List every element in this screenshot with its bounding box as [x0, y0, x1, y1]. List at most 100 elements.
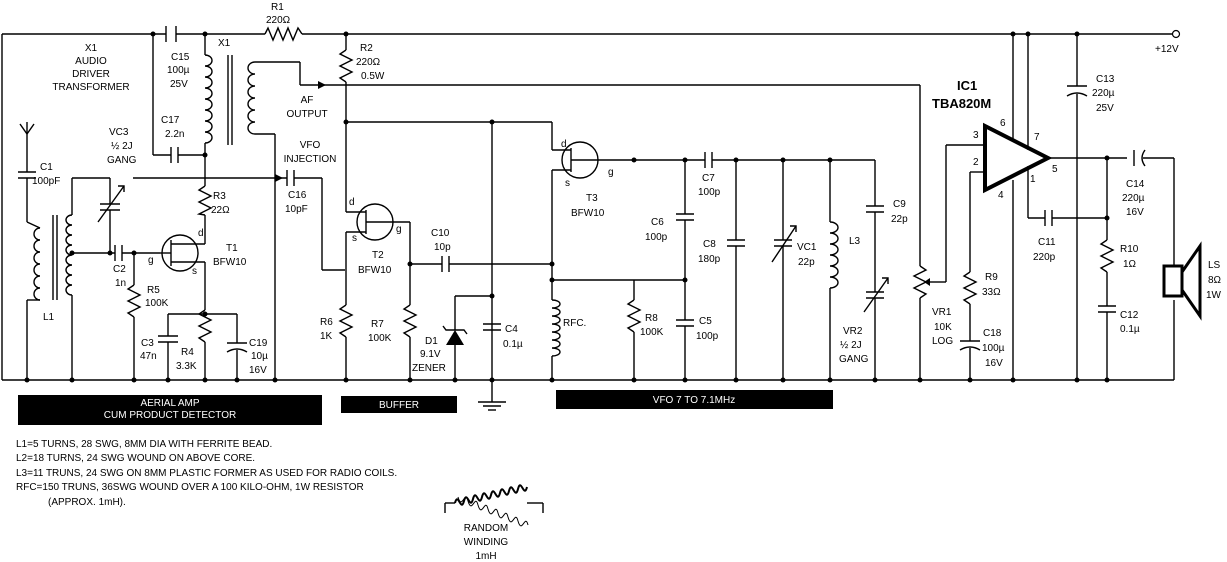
c6-capacitor	[676, 160, 694, 320]
c18-value: 100µ	[982, 343, 1005, 354]
c13-label: C13	[1096, 74, 1115, 85]
t3-pin-s: s	[565, 178, 570, 189]
r7-resistor	[402, 304, 418, 380]
x1-block-label-2: AUDIO	[75, 56, 107, 67]
c12-label: C12	[1120, 310, 1139, 321]
ground-symbol	[478, 380, 506, 411]
c7-value: 100p	[698, 187, 721, 198]
c8-label: C8	[703, 239, 716, 250]
c4-capacitor	[483, 323, 501, 331]
c17-value: 2.2n	[165, 129, 184, 140]
c2-capacitor	[114, 245, 160, 261]
ic1-pin-1: 1	[1030, 174, 1036, 185]
ic1-pin-4: 4	[998, 190, 1004, 201]
ic1-pin-2: 2	[973, 157, 979, 168]
r2-value: 220Ω	[356, 57, 381, 68]
c13-capacitor	[1066, 34, 1088, 380]
c10-value: 10p	[434, 242, 451, 253]
t2-pin-s: s	[352, 233, 357, 244]
r2-resistor	[338, 34, 354, 200]
x1-block-label-3: DRIVER	[72, 69, 110, 80]
r7-value: 100K	[368, 333, 392, 344]
r5-value: 100K	[145, 298, 169, 309]
c17-label: C17	[161, 115, 180, 126]
ic1-amplifier	[969, 34, 1127, 380]
c3-capacitor	[158, 313, 205, 380]
c19-voltage: 16V	[249, 365, 267, 376]
t2-label: T2	[372, 250, 384, 261]
c19-capacitor	[205, 313, 248, 380]
c8-capacitor	[727, 160, 745, 380]
vr2-variable-capacitor	[863, 277, 889, 380]
vr1-taper: LOG	[932, 336, 953, 347]
ls-label: LS	[1208, 260, 1221, 271]
c2-label: C2	[113, 264, 126, 275]
c9-capacitor	[866, 160, 884, 292]
c4-label: C4	[505, 324, 518, 335]
vc1-value: 22p	[798, 257, 815, 268]
antenna-icon	[19, 122, 35, 152]
vfo-block-bar	[556, 390, 833, 409]
c18-label: C18	[983, 328, 1002, 339]
c11-label: C11	[1038, 237, 1056, 248]
ground-rail	[2, 300, 1175, 381]
c13-voltage: 25V	[1096, 103, 1114, 114]
t3-pin-d: d	[561, 139, 567, 150]
x1-label: X1	[218, 38, 231, 49]
r10-label: R10	[1120, 244, 1139, 255]
r9-value: 33Ω	[982, 287, 1001, 298]
ls-value: 8Ω	[1208, 275, 1222, 286]
component-labels: +12V X1 AUDIO DRIVER TRANSFORMER X1 AF O…	[32, 2, 1222, 562]
c11-capacitor	[1044, 210, 1107, 226]
ic1-part: TBA820M	[932, 96, 991, 111]
t1-pin-s: s	[192, 266, 197, 277]
d1-zener	[346, 121, 552, 380]
r3-label: R3	[213, 191, 226, 202]
c12-capacitor	[1098, 305, 1116, 380]
vc1-label: VC1	[797, 242, 817, 253]
c15-capacitor	[165, 26, 177, 42]
c19-value: 10µ	[251, 351, 268, 362]
d1-value: 9.1V	[420, 349, 441, 360]
l3-label: L3	[849, 236, 861, 247]
note-rfc-approx: (APPROX. 1mH).	[48, 496, 126, 508]
r9-label: R9	[985, 272, 998, 283]
rfc-label: RFC.	[563, 318, 586, 329]
t2-pin-d: d	[349, 197, 355, 208]
t1-pin-d: d	[198, 228, 204, 239]
ic1-pin-6: 6	[1000, 118, 1006, 129]
vr1-potentiometer	[912, 85, 985, 380]
c19-label: C19	[249, 338, 268, 349]
aerial-block-line1: AERIAL AMP	[140, 398, 199, 409]
r8-resistor	[552, 279, 685, 380]
x1-block-label-1: X1	[85, 43, 98, 54]
c16-label: C16	[288, 190, 307, 201]
c13-value: 220µ	[1092, 88, 1115, 99]
vr2-value: ½ 2J	[840, 340, 862, 351]
note-l2: L2=18 TURNS, 24 SWG WOUND ON ABOVE CORE.	[16, 453, 256, 465]
r2-power: 0.5W	[361, 71, 385, 82]
ls-power: 1W	[1206, 290, 1222, 301]
random-winding-label-1: RANDOM	[464, 523, 508, 534]
r1-value: 220Ω	[266, 15, 291, 26]
c6-label: C6	[651, 217, 664, 228]
r6-resistor	[338, 304, 354, 380]
vfo-injection-label-1: VFO	[300, 140, 321, 151]
l2-coil	[52, 177, 115, 380]
random-winding-label-2: WINDING	[464, 537, 509, 548]
r4-label: R4	[181, 347, 194, 358]
vc3-gang: GANG	[107, 155, 137, 166]
r3-value: 22Ω	[211, 205, 230, 216]
vc3-value: ½ 2J	[111, 141, 133, 152]
c18-voltage: 16V	[985, 358, 1003, 369]
junction-dots	[24, 31, 1110, 383]
ic1-pin-3: 3	[973, 130, 979, 141]
r3-resistor	[196, 155, 213, 216]
c1-value: 100pF	[32, 176, 60, 187]
c16-capacitor	[133, 170, 345, 271]
note-l1: L1=5 TURNS, 28 SWG, 8MM DIA WITH FERRITE…	[16, 439, 273, 450]
note-rfc: RFC=150 TRUNS, 36SWG WOUND OVER A 100 KI…	[16, 482, 364, 494]
r5-label: R5	[147, 285, 160, 296]
r2-label: R2	[360, 43, 373, 54]
